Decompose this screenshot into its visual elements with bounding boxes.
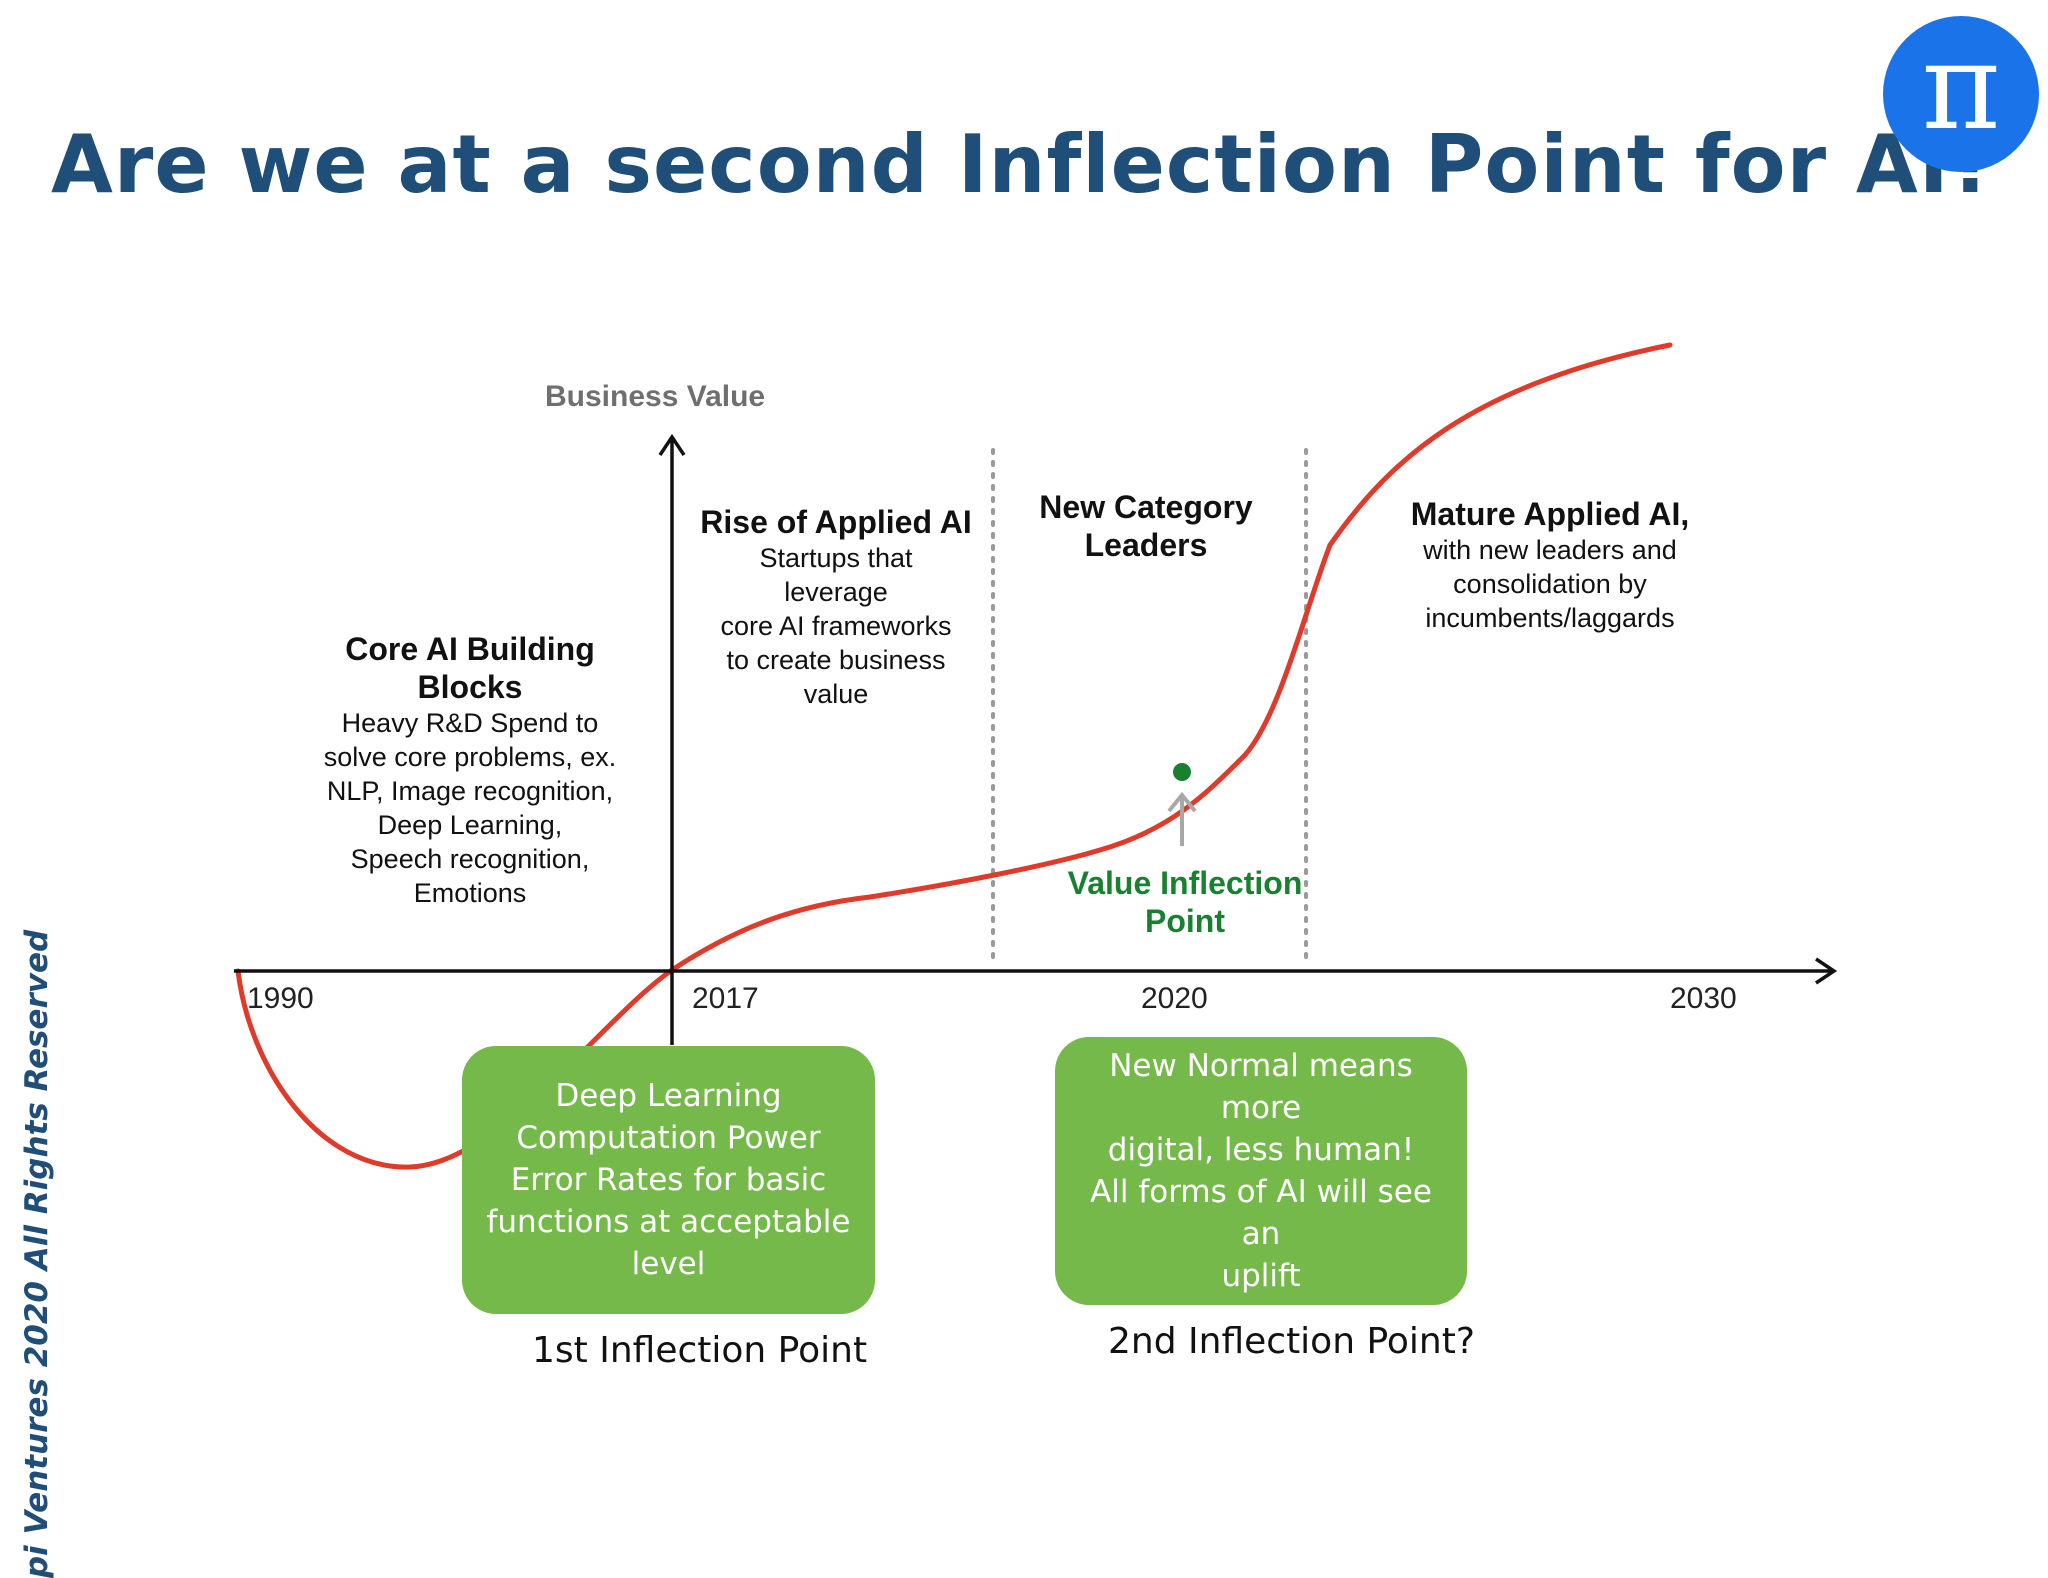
phase-core-line: solve core problems, ex. [323, 742, 617, 772]
phase-core-line: Emotions [413, 878, 527, 908]
diagram-canvas [234, 342, 1838, 1170]
value-curve [235, 342, 1673, 1170]
phase-rise-applied-ai: Rise of Applied AI Startups that leverag… [686, 503, 986, 711]
logo-glyph: π [1921, 18, 2001, 157]
phase-rise-line: Startups that [759, 543, 913, 573]
first-inflection-line: level [631, 1246, 706, 1282]
year-label-2030: 2030 [1670, 982, 1737, 1015]
phase-mature-applied-ai: Mature Applied AI, with new leaders and … [1390, 495, 1710, 635]
phase-leaders-heading: New Category Leaders [1039, 489, 1253, 563]
y-axis-label: Business Value [545, 380, 766, 413]
phase-rise-line: to create business [726, 645, 946, 675]
x-axis-arrowhead [1815, 957, 1838, 985]
year-label-1990: 1990 [247, 982, 314, 1015]
phase-mature-line: consolidation by [1453, 569, 1647, 599]
first-inflection-line: Deep Learning [555, 1078, 782, 1114]
year-label-2017: 2017 [692, 982, 759, 1015]
phase-core-body: Heavy R&D Spend to solve core problems, … [290, 706, 650, 910]
first-inflection-box: Deep Learning Computation Power Error Ra… [462, 1046, 875, 1314]
second-inflection-caption: 2nd Inflection Point? [1108, 1321, 1475, 1362]
inflection-arrow-head [1167, 791, 1197, 813]
phase-rise-heading: Rise of Applied AI [700, 504, 972, 540]
phase-core-heading: Core AI Building Blocks [345, 631, 595, 705]
second-inflection-box: New Normal means more digital, less huma… [1055, 1037, 1467, 1305]
first-inflection-line: Computation Power [516, 1120, 821, 1156]
phase-mature-line: with new leaders and [1423, 535, 1677, 565]
second-inflection-line: uplift [1221, 1258, 1301, 1294]
phase-core-line: Heavy R&D Spend to [341, 708, 599, 738]
phase-mature-heading: Mature Applied AI, [1410, 496, 1690, 532]
y-axis-arrowhead [658, 433, 686, 456]
phase-core-ai: Core AI Building Blocks Heavy R&D Spend … [290, 630, 650, 910]
first-inflection-line: Error Rates for basic [510, 1162, 827, 1198]
first-inflection-caption: 1st Inflection Point [532, 1330, 868, 1371]
phase-core-line: Speech recognition, [350, 844, 590, 874]
second-inflection-line: New Normal means more [1109, 1048, 1413, 1126]
inflection-point-marker [1173, 763, 1191, 781]
first-inflection-line: functions at acceptable [486, 1204, 851, 1240]
phase-mature-line: incumbents/laggards [1425, 603, 1675, 633]
pi-icon: π [1883, 16, 2039, 172]
phase-rise-line: leverage [784, 577, 888, 607]
phase-core-line: NLP, Image recognition, [326, 776, 614, 806]
phase-new-category-leaders: New Category Leaders [1021, 488, 1271, 564]
phase-mature-body: with new leaders and consolidation by in… [1390, 533, 1710, 635]
first-inflection-text: Deep Learning Computation Power Error Ra… [487, 1075, 851, 1285]
phase-rise-body: Startups that leverage core AI framework… [686, 541, 986, 711]
slide-title: Are we at a second Inflection Point for … [50, 118, 1997, 211]
second-inflection-text: New Normal means more digital, less huma… [1075, 1045, 1447, 1297]
second-inflection-line: digital, less human! [1107, 1132, 1415, 1168]
phase-core-line: Deep Learning, [377, 810, 563, 840]
year-label-2020: 2020 [1141, 982, 1208, 1015]
second-inflection-line: All forms of AI will see an [1090, 1174, 1432, 1252]
phase-rise-line: core AI frameworks [720, 611, 952, 641]
value-inflection-label: Value Inflection Point [1067, 865, 1303, 939]
slide: Are we at a second Inflection Point for … [19, 16, 2039, 1578]
phase-rise-line: value [803, 679, 869, 709]
